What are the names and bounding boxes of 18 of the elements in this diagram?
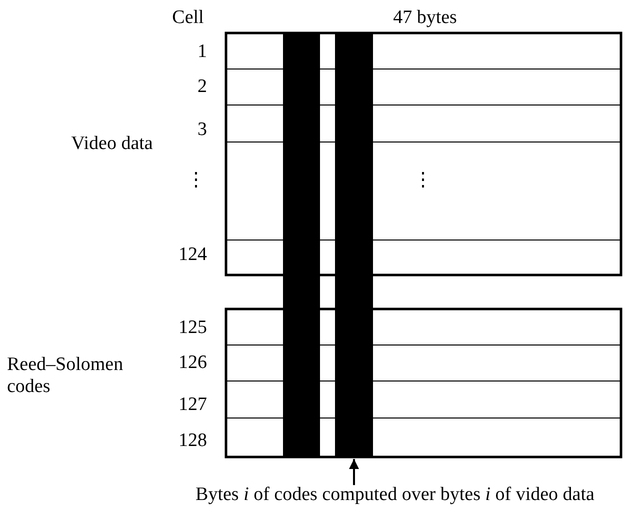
byte-column-bar <box>283 33 320 458</box>
ellipsis: ⋮ <box>414 170 432 192</box>
column-header: 47 bytes <box>393 7 457 29</box>
arrow <box>349 459 359 486</box>
row-number: 127 <box>178 394 207 416</box>
row-number: 2 <box>198 76 207 98</box>
row-number: 128 <box>178 430 207 452</box>
section-label: Reed–Solomen codes <box>7 354 124 398</box>
row-number: 124 <box>178 244 207 266</box>
section-label: Video data <box>71 133 153 155</box>
row-number: 126 <box>178 352 207 374</box>
row-number: 3 <box>198 119 207 141</box>
row-number: 1 <box>198 41 207 63</box>
column-header: Cell <box>172 7 204 29</box>
ellipsis: ⋮ <box>186 170 206 192</box>
row-number: 125 <box>178 317 207 339</box>
caption-text: Bytes i of codes computed over bytes i of video data <box>196 484 594 506</box>
byte-column-bar <box>335 33 373 458</box>
